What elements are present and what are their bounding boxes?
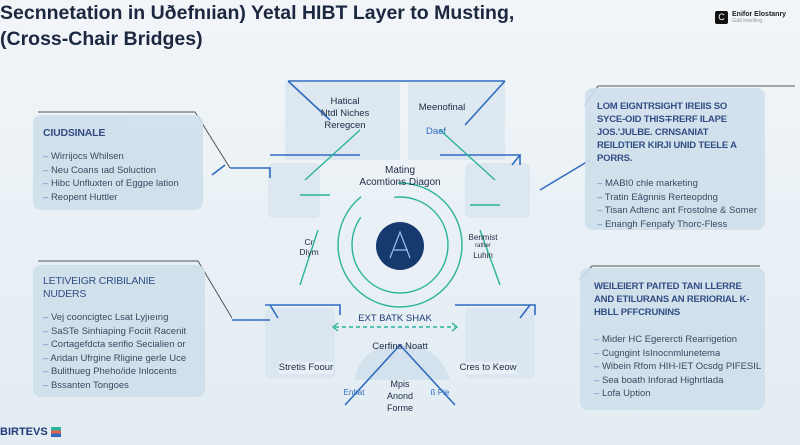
bridge-label: EXT BATK SHAK xyxy=(358,313,432,324)
left-bottom-node-label: Stretis Foour xyxy=(278,362,334,374)
list-item: Tratin Eâgnnis Rerteopdng xyxy=(597,191,753,205)
card-heading: WEILEIERT PAITED TANI LLERRE AND ETILURA… xyxy=(594,281,750,318)
list-item: Sea boath Inforad Highrtlada xyxy=(594,374,751,388)
list-item: Bulithueg Pheho/ide Inlocents xyxy=(43,365,195,379)
card-heading: LOM EIGNTRSIGHT IREIIS SO SYCE-OID THIS∓… xyxy=(597,101,737,164)
top-right-node-label: Meenofinal xyxy=(418,102,466,113)
brand-bottom: BIRTEVS xyxy=(0,426,61,438)
right-tag: ß Pie xyxy=(430,388,450,397)
list-item: SaSTe Sinhiaping Fociit Racenit xyxy=(43,325,195,339)
apex-label: Cerfins Noatt xyxy=(372,341,428,352)
left-bottom-card: LETIVEIGR CRIBILANIE NUDERS Vej cooncigt… xyxy=(33,265,205,397)
title-line-1: Secnnetation in Uðefnıian) Yetal HIBT La… xyxy=(0,2,515,24)
right-top-card: LOM EIGNTRSIGHT IREIIS SO SYCE-OID THIS∓… xyxy=(585,88,765,230)
list-item: MABI0 chle marketing xyxy=(597,177,753,191)
top-right-node-sub: Daef xyxy=(425,126,447,137)
list-item: Reopent Huttler xyxy=(43,191,193,205)
list-item: Bssanten Tongoes xyxy=(43,379,195,393)
right-bottom-node-label: Cres to Keow xyxy=(459,362,517,374)
list-item: Wirrijocs Whilsen xyxy=(43,150,193,164)
brand-name: Enifor Elostanry xyxy=(732,11,787,18)
list-item: Wibein Rfom HIH-IET Ocsdg PIFESIL xyxy=(594,360,761,374)
list-item: Lofa Uption xyxy=(594,387,751,401)
left-top-card: CIUDSINALE Wirrijocs Whilsen Neu Coans ı… xyxy=(33,115,203,210)
card-heading: LETIVEIGR CRIBILANIE NUDERS xyxy=(43,275,156,300)
list-item: Tisan Adtenc ant Frostolne & Somer xyxy=(597,204,757,218)
list-item: Hibc Unfluxten of Eggpe lation xyxy=(43,177,193,191)
list-item: Cortagefdcta serifio Secialien or xyxy=(43,338,195,352)
list-item: Mider HC Egerercti Rearrigetion xyxy=(594,333,751,347)
brand-top: C Enifor Elostanry Gall heelling xyxy=(715,11,786,24)
list-item: Cugngint IsInocnmlunetema xyxy=(594,347,751,361)
hub-icon xyxy=(376,222,424,270)
right-bottom-card: WEILEIERT PAITED TANI LLERRE AND ETILURA… xyxy=(580,268,765,410)
list-item: Aridan Ufrgine Rligine gerle Uce xyxy=(43,352,195,366)
left-tag: Enhat xyxy=(343,388,365,397)
title-line-2: (Cross-Chair Bridges) xyxy=(0,28,203,50)
brand-flag-icon xyxy=(50,427,61,437)
list-item: Neu Coans ıad Soluction xyxy=(43,164,193,178)
brand-logo-icon: C xyxy=(715,11,728,24)
brand-sub: Gall heelling xyxy=(732,18,763,24)
card-heading: CIUDSINALE xyxy=(43,127,106,139)
list-item: Enangh Fenpafy Thorc-Fless xyxy=(597,218,753,232)
brand-bottom-name: BIRTEVS xyxy=(0,426,48,438)
list-item: Vej cooncigtec Lsat Lyjıeıng xyxy=(43,311,195,325)
page-title: Secnnetation in Uðefnıian) Yetal HIBT La… xyxy=(0,0,800,52)
